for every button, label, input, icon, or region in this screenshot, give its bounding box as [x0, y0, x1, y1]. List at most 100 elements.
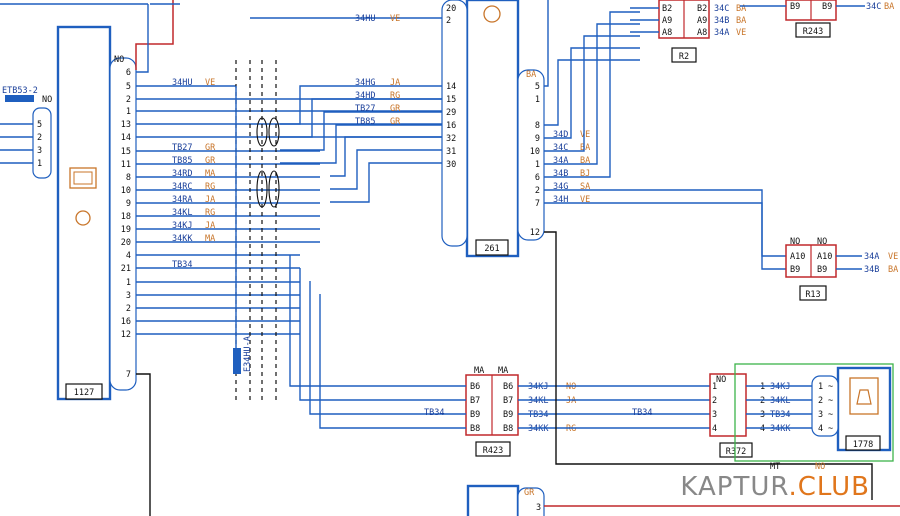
c261-wire-color: BA	[580, 143, 590, 153]
r2-wire-color: VE	[736, 28, 746, 38]
r423-wire-34KL: 34KL	[528, 396, 548, 406]
mid-wire-TB85: TB85	[355, 117, 375, 127]
etb53-pin-5: 5	[37, 120, 42, 130]
pin-1127-20: 20	[121, 238, 131, 248]
wire-label-34HU: 34HU	[172, 78, 192, 88]
mid-wire-path-low	[330, 149, 442, 190]
c1778-wire-34KK: 34KK	[770, 424, 791, 434]
r13-pin-right-B9: B9	[817, 265, 827, 275]
c261-wire-34A: 34A	[553, 156, 568, 166]
wire-label-TB34: TB34	[172, 260, 192, 270]
mid-wire-path	[280, 124, 442, 164]
c261-wire-color: BJ	[580, 169, 590, 179]
c261-wire-34C: 34C	[553, 143, 568, 153]
c261-up-wire	[544, 0, 549, 87]
connector-label-r243: R243	[803, 27, 823, 37]
c261-out-wire	[544, 23, 640, 165]
r423-pin-left-B6: B6	[470, 382, 480, 392]
etb53-pin-1: 1	[37, 159, 42, 169]
etb53-pin-2: 2	[37, 133, 42, 143]
watermark-logo: KAPTUR.CLUB	[680, 472, 870, 502]
mid-wire-color: GR	[390, 104, 401, 114]
speaker-icon	[75, 210, 91, 226]
r2-pin-right-B2: B2	[697, 4, 707, 14]
mid-wire-TB27: TB27	[355, 104, 375, 114]
r423-pin-left-B8: B8	[470, 424, 480, 434]
r372-header: NO	[716, 375, 726, 385]
label-1778-box	[845, 435, 881, 451]
component-label-261: 261	[484, 244, 499, 254]
component-1778-pins	[811, 375, 839, 437]
r372-pin-3: 3	[712, 410, 717, 420]
r423-pin-right-B7: B7	[503, 396, 513, 406]
c261-wire-color: SA	[580, 182, 590, 192]
mid-wire-path-low	[330, 162, 442, 203]
r13-wire-color: BA	[888, 265, 898, 275]
wire-color-label: GR	[205, 156, 216, 166]
etb53-pins: 5 2 3 1	[0, 120, 42, 169]
mid-wire-path	[280, 85, 442, 125]
bottom-box-pin: 3	[536, 503, 541, 513]
r423-wire-34KJ: 34KJ	[528, 382, 548, 392]
connector-label-r372: R372	[726, 447, 746, 457]
r423-wire-color: RG	[566, 424, 576, 434]
pin-1127-1: 1	[126, 107, 131, 117]
pin-261-left-15: 15	[446, 95, 456, 105]
wire-label-TB27: TB27	[172, 143, 192, 153]
c1778-symbol-icon: ~	[828, 424, 833, 434]
pin-261-left-30: 30	[446, 160, 456, 170]
pin-1127-19: 19	[121, 225, 131, 235]
r13-pin-right-A10: A10	[817, 252, 832, 262]
splice-c	[256, 170, 268, 208]
ground-zone-frame	[734, 363, 894, 462]
watermark-suffix: .CLUB	[788, 472, 870, 502]
r423-header-right: MA	[498, 366, 508, 376]
r423-pin-right-B6: B6	[503, 382, 513, 392]
c1778-wire-TB34: TB34	[770, 410, 790, 420]
component-1127-pin-block	[109, 57, 137, 391]
c261-out-wire	[544, 59, 640, 126]
pin-261-left-31: 31	[446, 147, 456, 157]
r423-in-wire	[309, 281, 466, 415]
r13-wire-color: VE	[888, 252, 898, 262]
pin-261-right-7: 7	[535, 199, 540, 209]
wire-label-34KL: 34KL	[172, 208, 192, 218]
wire-pin7	[136, 373, 151, 516]
pin-261-right-1: 1	[535, 160, 540, 170]
mid-wire-color: GR	[390, 117, 401, 127]
mid-top-wire-color: VE	[390, 14, 400, 24]
c261-wire-color: BA	[580, 156, 590, 166]
component-1127-body	[56, 25, 112, 401]
pin-1127-4: 4	[126, 251, 131, 261]
pin-261-right-12: 12	[530, 228, 540, 238]
pin-1127-2: 2	[126, 95, 131, 105]
etb53-pin-3: 3	[37, 146, 42, 156]
wire-color-label: GR	[205, 143, 216, 153]
component-261-right-pins	[517, 69, 545, 241]
r423-pin-left-B7: B7	[470, 396, 480, 406]
r13-header-right: NO	[817, 237, 827, 247]
power-wire-red	[135, 0, 174, 70]
mid-top-wire-label: 34HU	[355, 14, 375, 24]
c261-wire-color: VE	[580, 195, 590, 205]
c261-wire-34B: 34B	[553, 169, 568, 179]
c261-right-header: BA	[526, 70, 536, 80]
wire-color-label: JA	[205, 221, 215, 231]
label-1127-box	[65, 383, 103, 400]
ground-wire	[544, 231, 873, 500]
etb53-connector-bar	[5, 95, 34, 102]
pin-261-left-20: 20	[446, 4, 456, 14]
c261-out-wire-r13	[544, 202, 786, 270]
wire-label-34RD: 34RD	[172, 169, 192, 179]
display-icon-inner	[73, 171, 93, 185]
wire-color-label: VE	[205, 78, 215, 88]
pin-261-right-5: 5	[535, 82, 540, 92]
r13-header-left: NO	[790, 237, 800, 247]
pin-261-right-8: 8	[535, 121, 540, 131]
connector-label-r13: R13	[805, 290, 820, 300]
component-label-1127: 1127	[74, 388, 94, 398]
